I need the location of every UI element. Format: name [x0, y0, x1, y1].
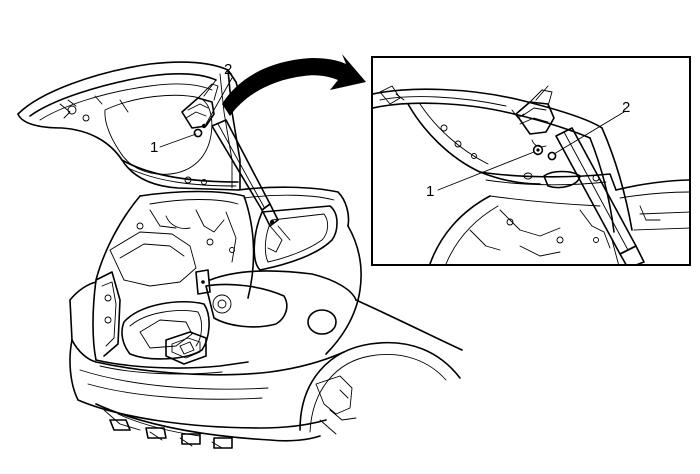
- open-liftgate: [17, 61, 241, 191]
- callout-1-detail: 1: [426, 183, 434, 200]
- callout-1-main: 1: [150, 139, 158, 156]
- main-callouts: 2 1: [150, 61, 233, 156]
- vehicle-body: [205, 186, 463, 435]
- detail-inset: 2 1: [371, 56, 691, 266]
- vehicle-rear-view: 2 1: [17, 54, 463, 449]
- hinge-bracket: [181, 79, 219, 138]
- rear-bumper: [69, 281, 345, 449]
- fuel-door: [307, 309, 337, 335]
- cargo-area: [92, 190, 255, 375]
- detail-frame: [371, 56, 691, 266]
- gas-strut-main: [211, 119, 279, 227]
- callout-2-detail: 2: [622, 99, 630, 116]
- detail-arrow: [222, 54, 366, 116]
- strut-ball-stud-main: [193, 128, 203, 138]
- curved-arrow-icon: [222, 54, 366, 116]
- callout-2-main: 2: [224, 61, 232, 78]
